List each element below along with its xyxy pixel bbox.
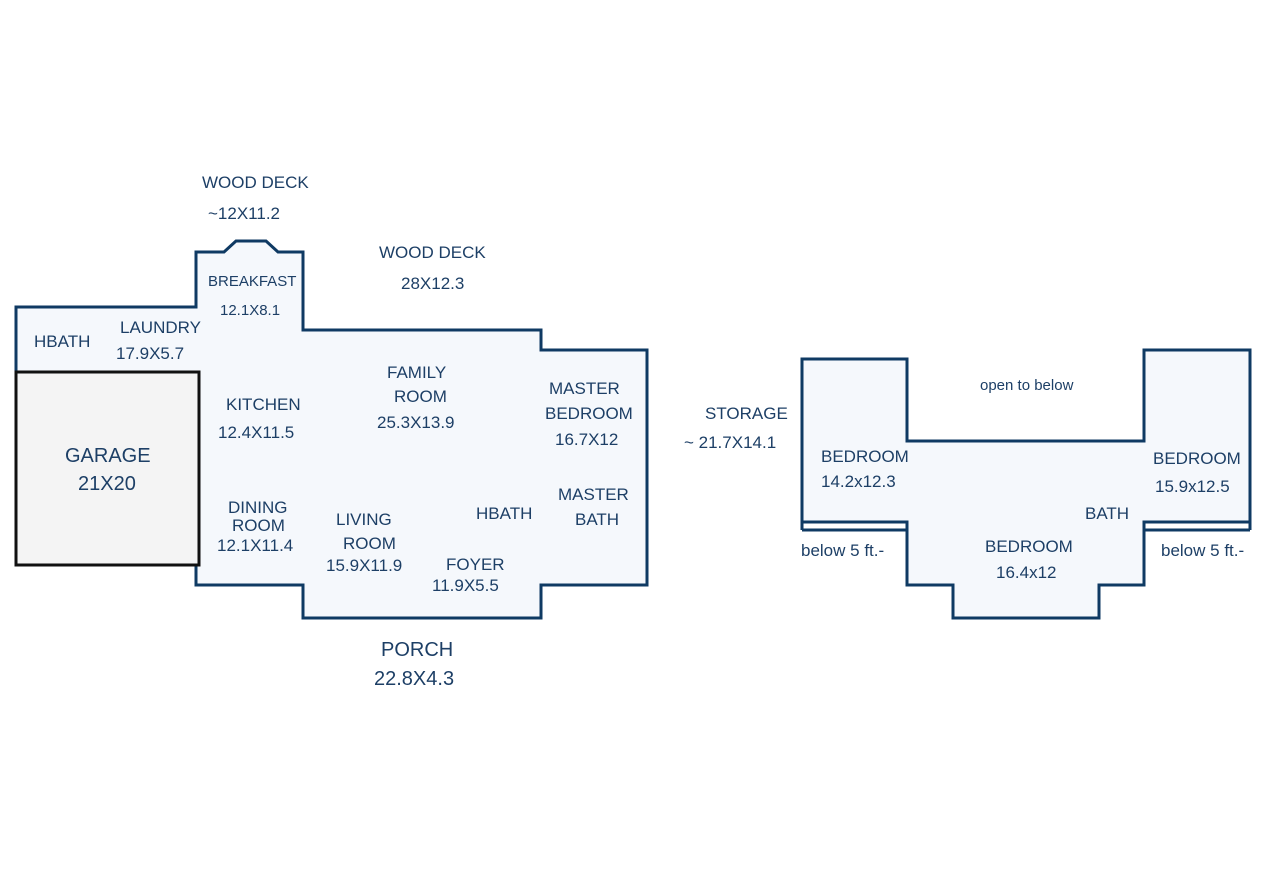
kitchen-label: KITCHEN	[226, 395, 301, 414]
family-room-size: 25.3X13.9	[377, 413, 455, 432]
garage-area	[14, 370, 201, 567]
living-room-label-1: LIVING	[336, 510, 392, 529]
foyer-size: 11.9X5.5	[432, 576, 499, 595]
bedroom-left-size: 14.2x12.3	[821, 472, 896, 491]
dining-room-label-2: ROOM	[232, 516, 285, 535]
bedroom-left-label: BEDROOM	[821, 447, 909, 466]
master-bath-label-1: MASTER	[558, 485, 629, 504]
bedroom-right-size: 15.9x12.5	[1155, 477, 1230, 496]
family-room-label-2: ROOM	[394, 387, 447, 406]
porch-label: PORCH	[381, 639, 454, 661]
laundry-label: LAUNDRY	[120, 318, 201, 337]
garage-label: GARAGE	[65, 445, 151, 467]
wood-deck-large-label: WOOD DECK	[379, 243, 486, 262]
wood-deck-small-size: ~12X11.2	[208, 204, 281, 223]
breakfast-label: BREAKFAST	[208, 273, 297, 290]
open-to-below-label: open to below	[980, 377, 1074, 394]
below-5ft-right-label: below 5 ft.-	[1161, 541, 1245, 560]
bedroom-center-label: BEDROOM	[985, 537, 1073, 556]
breakfast-size: 12.1X8.1	[220, 302, 281, 319]
below-5ft-left-label: below 5 ft.-	[801, 541, 885, 560]
living-room-size: 15.9X11.9	[326, 556, 403, 575]
hbath-left-label: HBATH	[34, 332, 91, 351]
bedroom-right-label: BEDROOM	[1153, 449, 1241, 468]
wood-deck-small-label: WOOD DECK	[202, 173, 309, 192]
garage-size: 21X20	[78, 473, 136, 495]
dining-room-label-1: DINING	[228, 498, 288, 517]
kitchen-size: 12.4X11.5	[218, 423, 295, 442]
master-bedroom-label-1: MASTER	[549, 379, 620, 398]
dining-room-size: 12.1X11.4	[217, 536, 294, 555]
master-bath-label-2: BATH	[575, 510, 620, 529]
master-bedroom-label-2: BEDROOM	[545, 404, 633, 423]
foyer-label: FOYER	[446, 555, 505, 574]
storage-size: ~ 21.7X14.1	[684, 433, 777, 452]
porch-size: 22.8X4.3	[374, 668, 455, 690]
laundry-size: 17.9X5.7	[116, 344, 185, 363]
family-room-label-1: FAMILY	[387, 363, 447, 382]
storage-label: STORAGE	[705, 404, 788, 423]
master-bedroom-size: 16.7X12	[555, 430, 619, 449]
upper-floor-outline	[800, 348, 1252, 620]
bedroom-center-size: 16.4x12	[996, 563, 1057, 582]
living-room-label-2: ROOM	[343, 534, 396, 553]
wood-deck-large-size: 28X12.3	[401, 274, 465, 293]
bath-label: BATH	[1085, 504, 1130, 523]
hbath-right-label: HBATH	[476, 504, 533, 523]
